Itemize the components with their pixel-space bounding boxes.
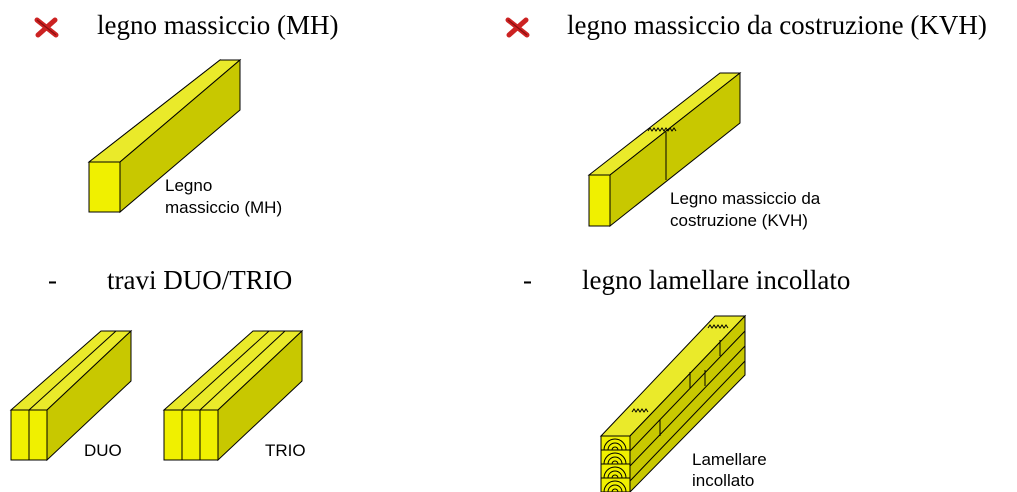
cross-icon [34, 17, 60, 44]
caption-mh-line2: massiccio (MH) [165, 198, 283, 217]
caption-lamellare-line2: incollato [692, 471, 755, 490]
mh-beam [87, 58, 242, 214]
heading-duo-trio: travi DUO/TRIO [107, 265, 293, 295]
heading-lamellare: legno lamellare incollato [582, 265, 851, 295]
duo-beam [9, 329, 133, 462]
dash-marker: - [48, 265, 57, 295]
dash-marker: - [523, 265, 532, 295]
heading-kvh: legno massiccio da costruzione (KVH) [567, 10, 987, 40]
heading-mh: legno massiccio (MH) [97, 10, 339, 40]
caption-lamellare-line1: Lamellare [692, 450, 767, 469]
caption-trio: TRIO [265, 441, 306, 460]
caption-kvh-line2: costruzione (KVH) [670, 211, 808, 230]
caption-kvh-line1: Legno massiccio da [670, 189, 821, 208]
caption-mh-line1: Legno [165, 176, 213, 195]
cross-icon [505, 17, 531, 44]
kvh-beam [587, 71, 742, 228]
lamellare-beam [599, 314, 747, 492]
caption-duo: DUO [84, 441, 122, 460]
trio-beam [162, 329, 304, 462]
